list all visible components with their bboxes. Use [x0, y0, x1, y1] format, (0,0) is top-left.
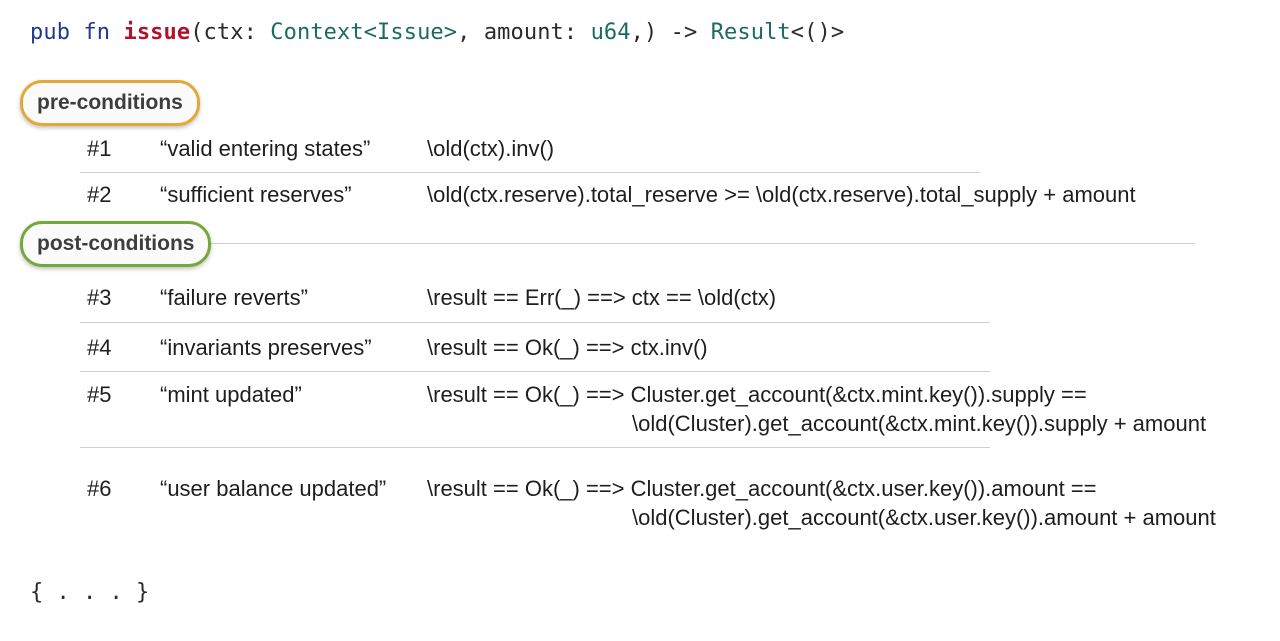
condition-label: “valid entering states” — [160, 136, 371, 161]
signature-params-open: (ctx: — [190, 20, 271, 45]
condition-label: “sufficient reserves” — [160, 182, 352, 207]
condition-number: #1 — [87, 136, 112, 161]
row-divider — [80, 322, 990, 323]
function-signature: pub fn issue(ctx: Context<Issue>, amount… — [30, 20, 844, 45]
condition-expression: \result == Ok(_) ==> Cluster.get_account… — [427, 382, 1087, 407]
amount-type: u64 — [590, 20, 631, 45]
signature-arrow: ,) -> — [630, 20, 711, 45]
condition-expression: \result == Err(_) ==> ctx == \old(ctx) — [427, 285, 777, 310]
condition-expression-continued: \old(Cluster).get_account(&ctx.mint.key(… — [632, 411, 1207, 436]
pre-conditions-badge: pre-conditions — [20, 80, 200, 126]
condition-number: #6 — [87, 476, 112, 501]
condition-expression-continued: \old(Cluster).get_account(&ctx.user.key(… — [632, 505, 1216, 530]
signature-params-mid: , amount: — [457, 20, 591, 45]
condition-label: “mint updated” — [160, 382, 302, 407]
condition-number: #2 — [87, 182, 112, 207]
condition-expression: \old(ctx).inv() — [427, 136, 555, 161]
condition-number: #4 — [87, 335, 112, 360]
post-conditions-badge: post-conditions — [20, 221, 212, 267]
ctx-type: Context<Issue> — [270, 20, 458, 45]
condition-number: #3 — [87, 285, 112, 310]
row-divider — [80, 447, 990, 448]
condition-label: “failure reverts” — [160, 285, 308, 310]
section-divider — [200, 243, 1195, 244]
row-divider — [80, 371, 990, 372]
condition-expression: \result == Ok(_) ==> ctx.inv() — [427, 335, 708, 360]
condition-number: #5 — [87, 382, 112, 407]
return-type-tail: <()> — [790, 20, 845, 45]
condition-label: “user balance updated” — [160, 476, 387, 501]
keyword-fn: fn — [83, 20, 111, 45]
condition-label: “invariants preserves” — [160, 335, 372, 360]
condition-expression: \result == Ok(_) ==> Cluster.get_account… — [427, 476, 1097, 501]
row-divider — [80, 172, 980, 173]
return-type: Result — [710, 20, 791, 45]
function-name: issue — [123, 20, 191, 45]
condition-expression: \old(ctx.reserve).total_reserve >= \old(… — [427, 182, 1136, 207]
keyword-pub: pub — [30, 20, 71, 45]
closing-body: { . . . } — [30, 580, 150, 605]
